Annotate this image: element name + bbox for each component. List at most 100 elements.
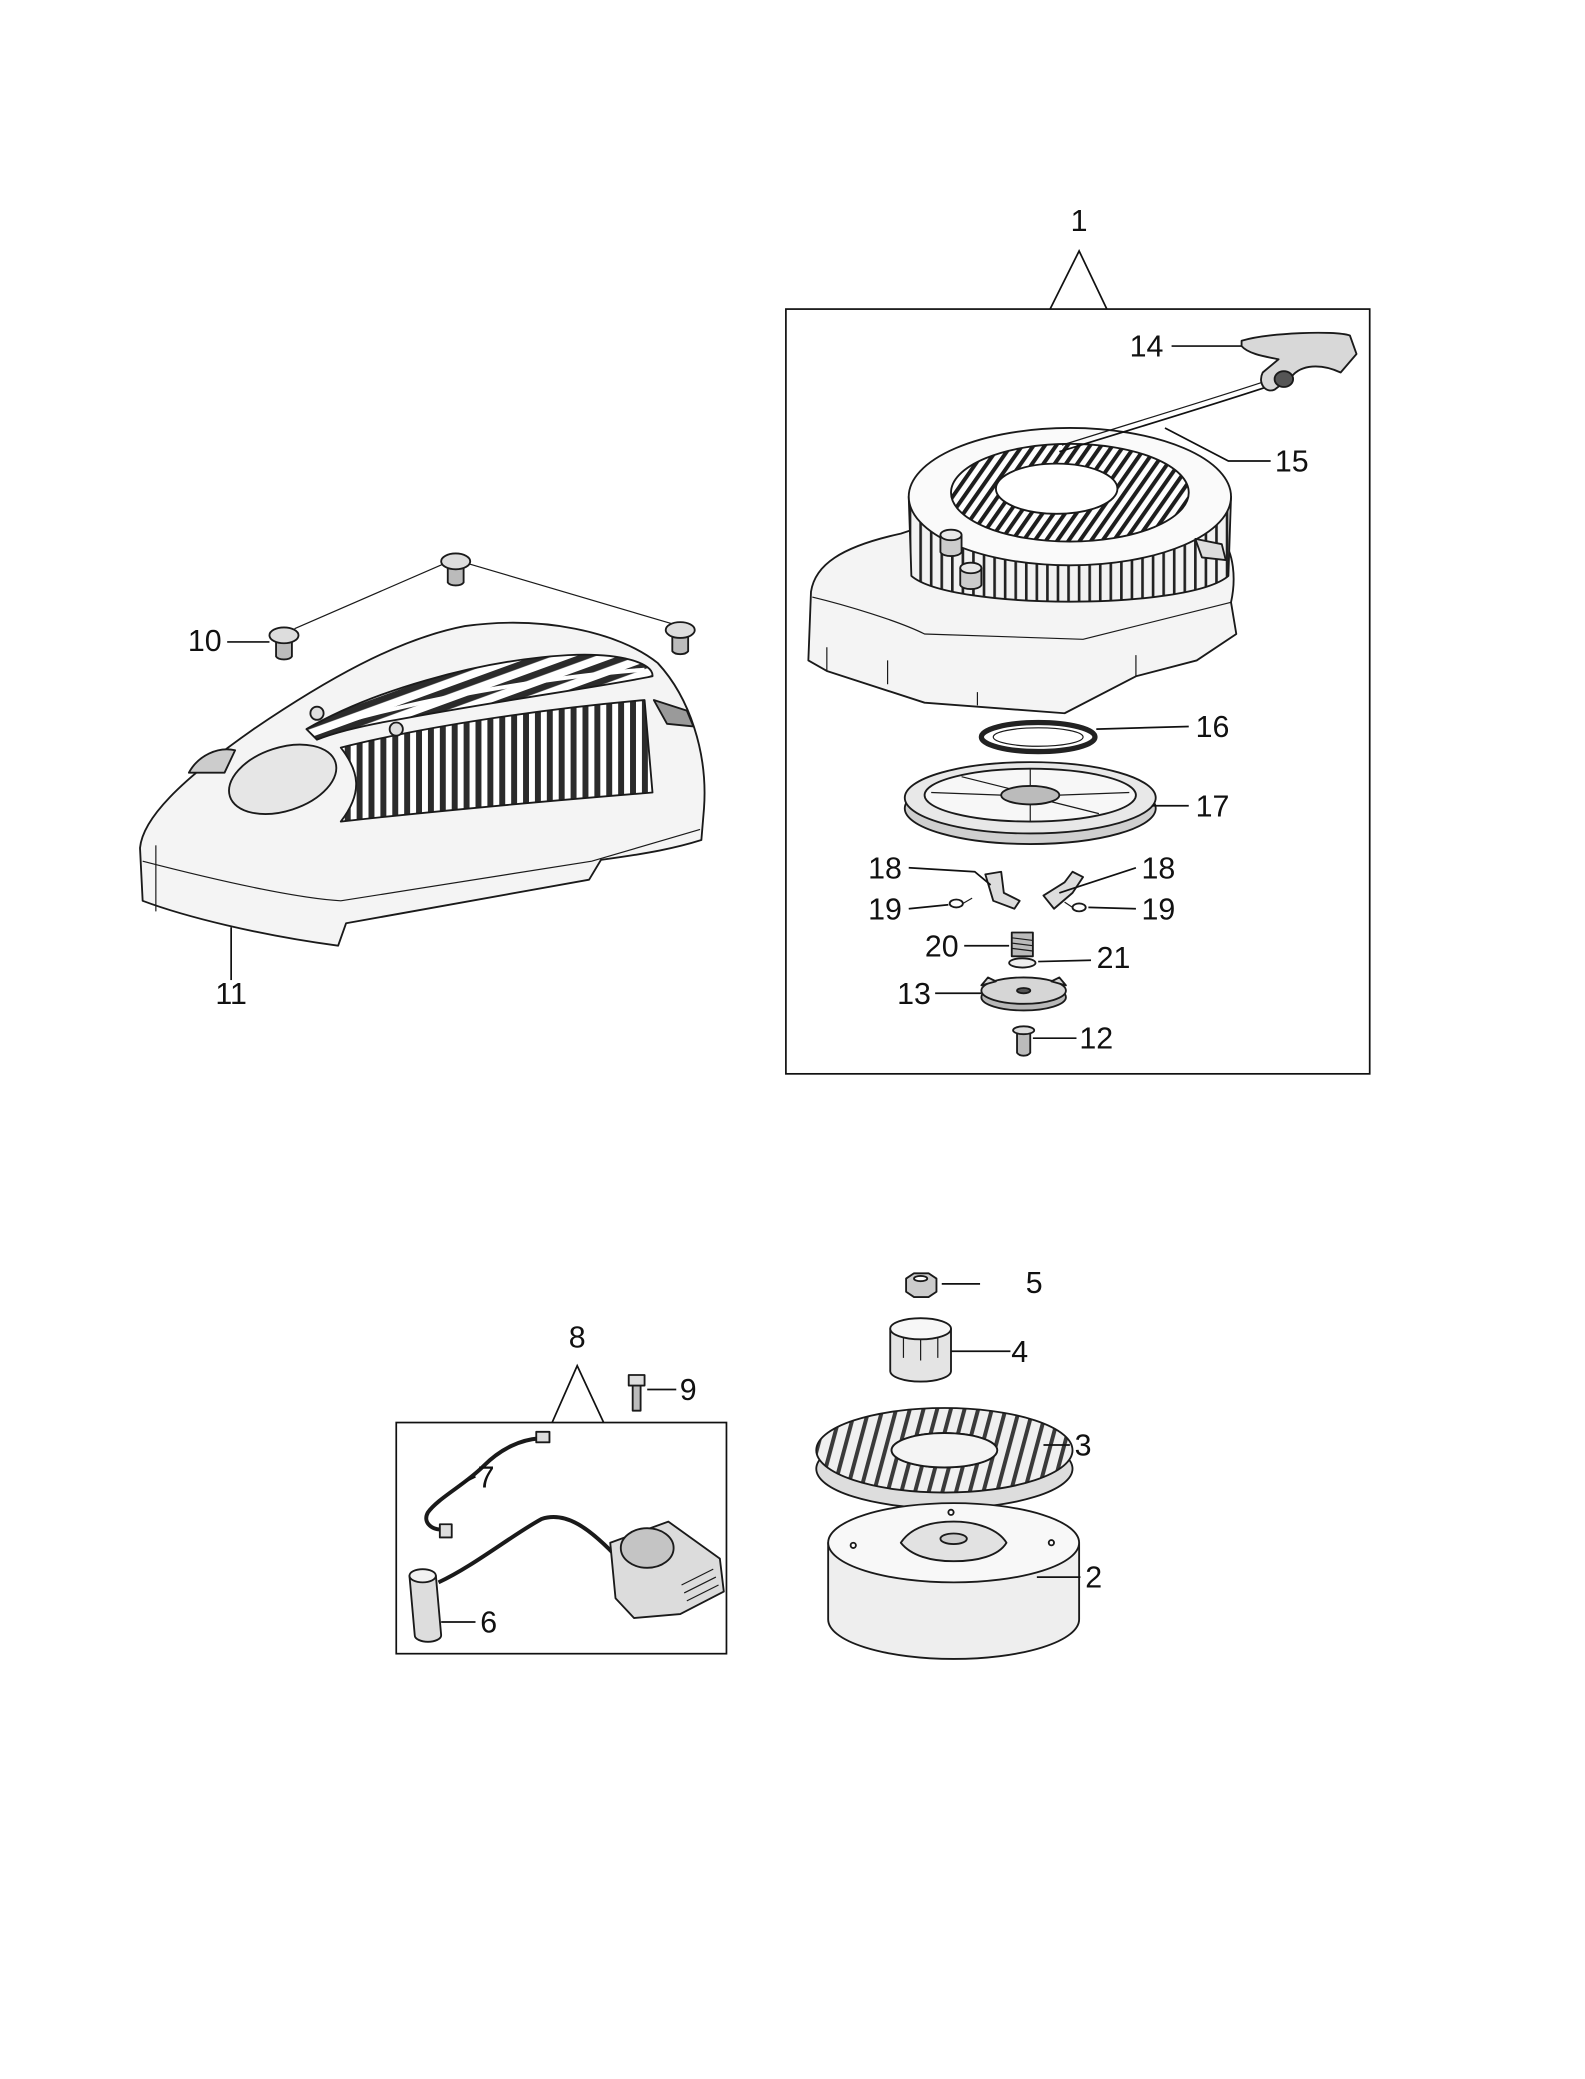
assembly-1-bracket (1049, 249, 1108, 310)
center-screw-shank (1016, 1030, 1032, 1057)
callout-19-right: 19 (1141, 893, 1175, 926)
pawl-spring-left (948, 897, 973, 909)
flywheel-center-boss (939, 1532, 968, 1545)
pawl-spring-right (1064, 901, 1087, 913)
starter-rope (1059, 384, 1271, 453)
screw-right-head (664, 621, 696, 639)
callout-12: 12 (1079, 1023, 1113, 1056)
starter-cup-slots (902, 1336, 939, 1361)
washer (1008, 957, 1037, 969)
recoil-starter-assembly: 1 14 15 (785, 205, 1371, 1075)
spark-plug-boot (408, 1568, 443, 1643)
starter-housing (807, 427, 1238, 715)
callout-11: 11 (215, 978, 247, 1011)
starter-housing-feet (826, 647, 1137, 706)
ground-wire (424, 1430, 551, 1539)
pawl-spring-right-tail (1064, 901, 1073, 908)
blower-housing-left-lip (187, 748, 237, 774)
boss-a-top (939, 528, 963, 542)
spark-plug-boot-top (408, 1568, 437, 1584)
screw-right (664, 621, 696, 656)
blower-housing (139, 621, 706, 947)
blower-housing-grille-divider (345, 667, 645, 724)
ignition-coil (609, 1520, 725, 1619)
center-spring-coils (1011, 937, 1033, 952)
recoil-spring-inner (992, 727, 1084, 747)
boss-b-top (959, 561, 983, 575)
callout-14: 14 (1130, 331, 1164, 364)
leader-7 (459, 1475, 476, 1486)
pawl-spring-left-coil (948, 898, 964, 909)
starter-rope-second-strand (1061, 379, 1269, 446)
leader-19-right (1088, 906, 1136, 910)
blower-housing-band-line (142, 828, 701, 902)
blower-housing-side-latch (652, 699, 695, 728)
blower-housing-boss-left (309, 705, 325, 721)
flywheel-hole-c (1047, 1539, 1055, 1547)
starter-cup (889, 1317, 952, 1383)
ratchet-plate (980, 976, 1067, 1012)
starter-housing-boss-b (959, 561, 983, 591)
blower-housing-front-grille (339, 699, 654, 823)
screw-guide-line-b (464, 562, 672, 625)
leader-15 (1164, 427, 1271, 462)
coil-bolt-shank (631, 1383, 642, 1412)
assembly-8-frame (395, 1421, 728, 1655)
callout-16: 16 (1196, 711, 1230, 744)
flywheel-nut-hole (913, 1275, 929, 1283)
callout-4: 4 (1011, 1336, 1028, 1369)
starter-housing-center-cap (994, 462, 1119, 515)
leader-18-left (908, 866, 992, 886)
flywheel-group: 5 4 3 2 (815, 1267, 1102, 1660)
center-screw (1012, 1025, 1036, 1057)
flywheel (827, 1502, 1081, 1660)
flywheel-hole-b (849, 1541, 857, 1549)
callout-6: 6 (480, 1607, 497, 1640)
spark-plug-boot-body (408, 1574, 443, 1643)
pawl-spring-left-tail (962, 897, 973, 904)
center-screw-head (1012, 1025, 1036, 1036)
ground-wire-lead (424, 1436, 540, 1532)
recoil-spring (978, 719, 1098, 755)
flywheel-hole-a (947, 1508, 955, 1516)
ratchet-plate-hole (1016, 987, 1032, 995)
starter-housing-boss-a (939, 528, 963, 557)
callout-8: 8 (569, 1321, 586, 1354)
recoil-spring-outer (978, 719, 1098, 755)
ignition-coil-winding (619, 1527, 675, 1569)
assembly-1-frame (785, 308, 1371, 1075)
assembly-8-bracket (551, 1363, 605, 1423)
starter-housing-fold-line (812, 596, 1232, 640)
callout-18-right: 18 (1141, 852, 1175, 885)
callout-15: 15 (1275, 446, 1309, 479)
coil-bolt-head (627, 1374, 646, 1387)
callout-7: 7 (478, 1461, 495, 1494)
callout-3: 3 (1075, 1430, 1092, 1463)
pawl-right (1042, 870, 1085, 910)
callout-21: 21 (1097, 942, 1131, 975)
ground-wire-terminal-bottom (438, 1523, 453, 1539)
pulley-hub (1000, 784, 1061, 806)
screw-left-head (268, 626, 300, 645)
ignition-coil-lamination (681, 1568, 719, 1602)
callout-2: 2 (1085, 1562, 1102, 1595)
starter-pulley (903, 761, 1157, 845)
ground-wire-terminal-top (535, 1430, 551, 1444)
cooling-fan (815, 1407, 1074, 1510)
pawl-spring-right-coil (1071, 902, 1087, 913)
starter-cup-rim (889, 1317, 952, 1341)
ignition-coil-assembly: 8 9 7 6 (395, 1321, 728, 1655)
center-spring (1010, 931, 1034, 958)
callout-19-left: 19 (868, 893, 902, 926)
starter-handle-grommet (1273, 370, 1295, 388)
callout-9: 9 (680, 1374, 697, 1407)
pawl-left (984, 870, 1021, 910)
flywheel-nut (905, 1272, 938, 1298)
callout-10: 10 (188, 625, 222, 658)
callout-13: 13 (897, 978, 931, 1011)
screw-middle-head (440, 552, 472, 571)
screw-middle (440, 552, 472, 587)
pulley-spokes (931, 768, 1130, 822)
leader-18-right (1059, 866, 1137, 894)
